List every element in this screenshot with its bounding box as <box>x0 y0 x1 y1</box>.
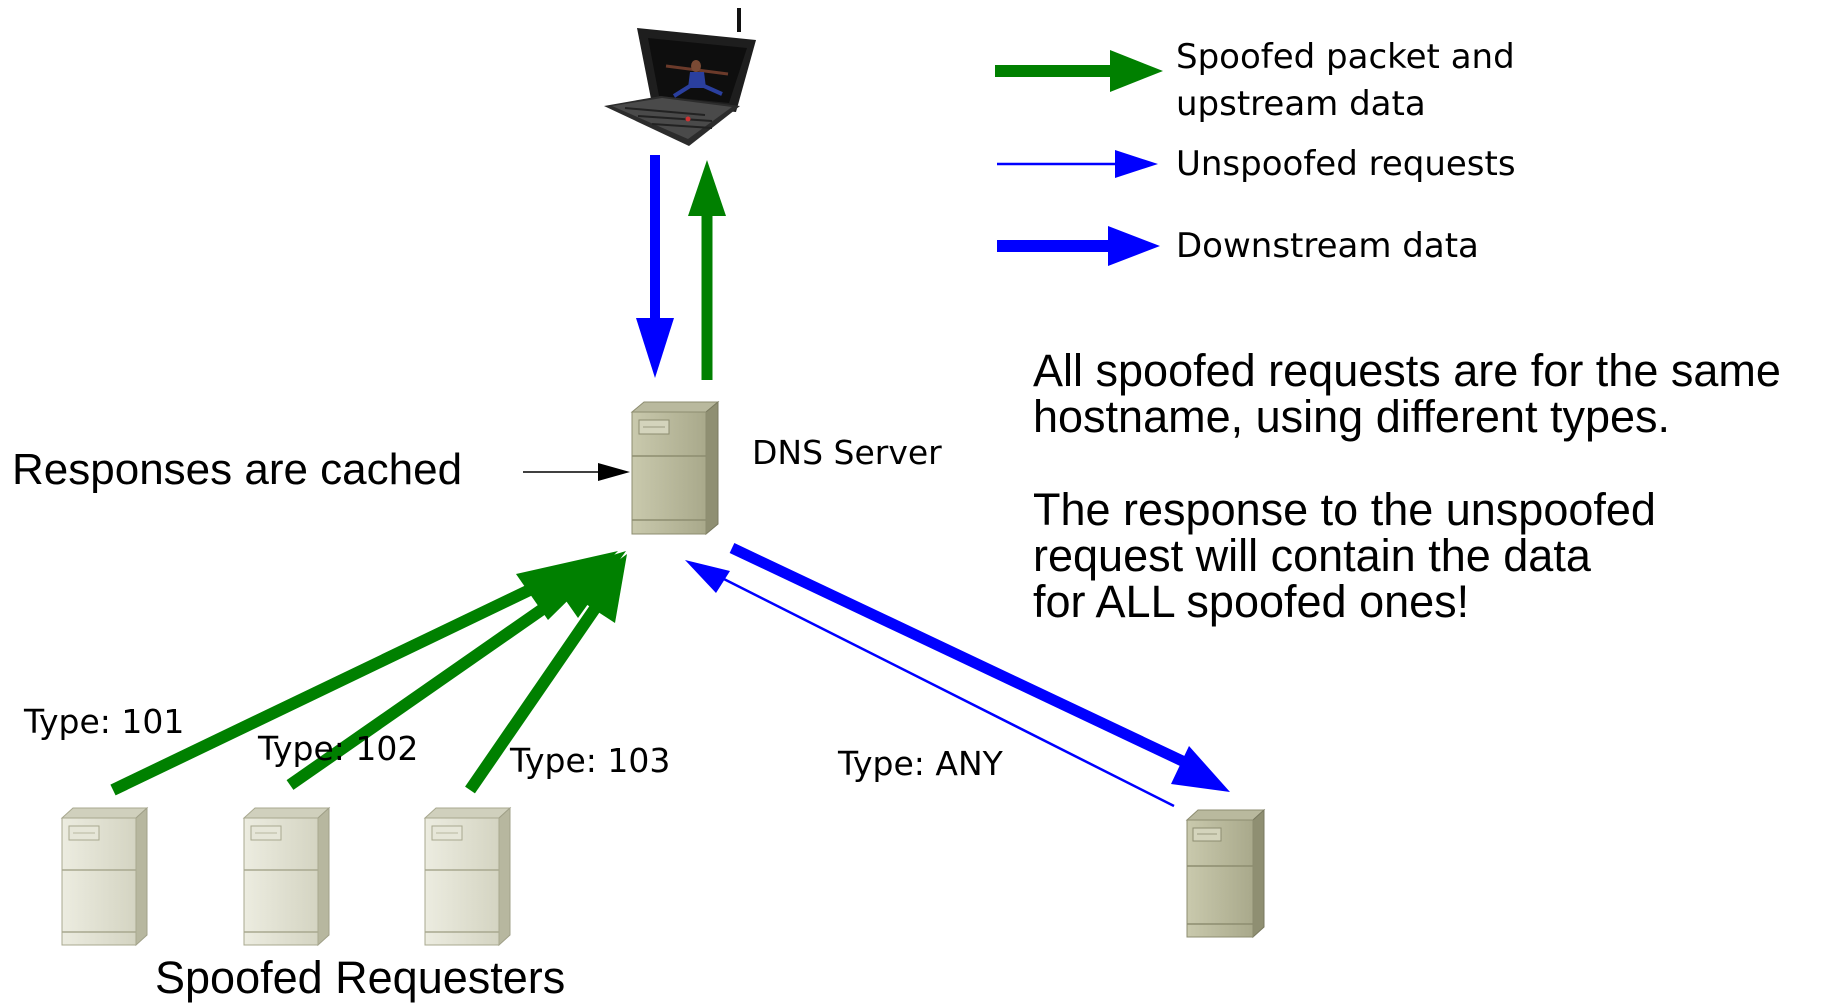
legend: Spoofed packet and upstream data Unspoof… <box>995 37 1516 266</box>
spoofed-requester-server-3-icon <box>423 806 512 947</box>
arrow-spoofed-103 <box>465 554 627 794</box>
note-para2-line2: request will contain the data <box>1033 530 1592 581</box>
screen-dancer-figure <box>665 60 729 98</box>
type-101-label: Type: 101 <box>23 702 184 741</box>
legend-unspoofed-arrow <box>997 150 1158 178</box>
unspoofed-requester-server-icon <box>1185 808 1266 939</box>
arrow-downstream-response <box>729 543 1230 792</box>
note-para1-line2: hostname, using different types. <box>1033 391 1670 442</box>
legend-spoofed-label-line1: Spoofed packet and <box>1176 37 1515 77</box>
spoofed-requester-server-2-icon <box>242 806 331 947</box>
legend-downstream-arrow <box>997 226 1160 266</box>
legend-unspoofed-label: Unspoofed requests <box>1176 144 1516 184</box>
type-102-label: Type: 102 <box>257 729 418 768</box>
arrow-unspoofed-request <box>685 560 1175 808</box>
dns-server-label: DNS Server <box>752 433 942 472</box>
type-103-label: Type: 103 <box>509 741 670 780</box>
explanation-notes: All spoofed requests are for the same ho… <box>1033 345 1781 627</box>
note-para2-line1: The response to the unspoofed <box>1033 484 1656 535</box>
arrow-dns-to-laptop-downstream <box>636 155 674 378</box>
dns-server-icon <box>630 400 720 536</box>
legend-downstream-label: Downstream data <box>1176 226 1479 266</box>
responses-cached-label: Responses are cached <box>12 445 462 494</box>
legend-spoofed-label-line2: upstream data <box>1176 84 1426 124</box>
note-para1-line1: All spoofed requests are for the same <box>1033 345 1781 396</box>
laptop-icon <box>604 8 756 146</box>
cached-pointer-arrow <box>523 463 630 481</box>
arrow-laptop-to-dns-spoofed <box>688 160 726 380</box>
type-any-label: Type: ANY <box>837 744 1004 783</box>
spoofed-requesters-label: Spoofed Requesters <box>155 952 565 1003</box>
spoofed-requester-server-1-icon <box>60 806 149 947</box>
legend-spoofed-arrow <box>995 50 1163 92</box>
note-para2-line3: for ALL spoofed ones! <box>1033 576 1469 627</box>
